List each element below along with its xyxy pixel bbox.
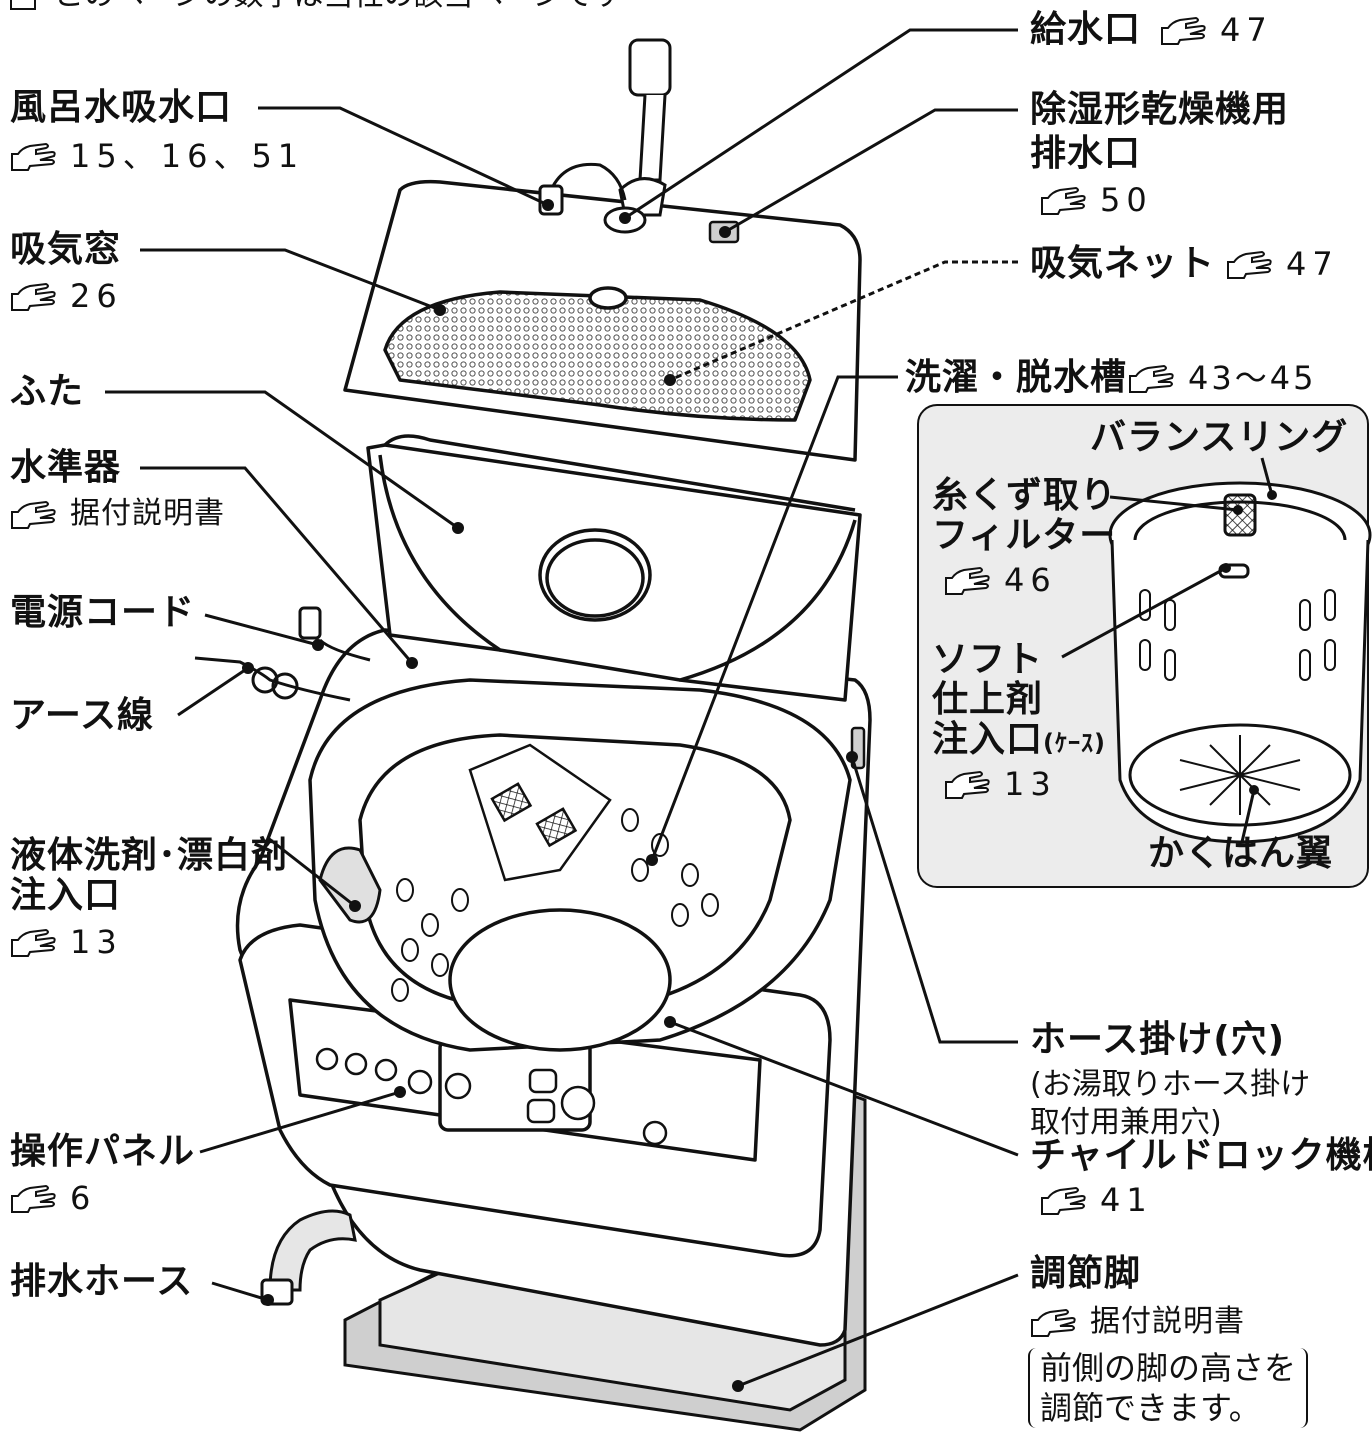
label-power-cord: 電源コード xyxy=(10,592,196,633)
inset-tub-slots xyxy=(1139,589,1336,681)
pointing-hand-icon xyxy=(10,280,56,312)
label-dryer-drain-line2: 排水口 xyxy=(1030,133,1142,174)
note-adjustable-foot: 前側の脚の高さを 調節できます。 xyxy=(1028,1348,1309,1428)
pointing-hand-icon xyxy=(10,1182,56,1214)
lint-filter-tub xyxy=(468,743,612,882)
label-balance-ring: バランスリング xyxy=(1090,417,1349,458)
tub-holes xyxy=(391,808,719,1002)
label-pulsator: かくはん翼 xyxy=(1148,833,1334,874)
label-hose-hook: ホース掛け(穴) xyxy=(1030,1019,1286,1060)
label-adjustable-foot: 調節脚 xyxy=(1030,1253,1142,1294)
note-hose-hook-line2: 取付用兼用穴) xyxy=(1030,1105,1222,1140)
label-detergent-inlet-line1: 液体洗剤･漂白剤 xyxy=(10,835,289,876)
label-intake-window: 吸気窓 xyxy=(10,229,122,270)
header-checkbox-icon xyxy=(10,0,36,10)
label-lint-filter-line2: フィルター xyxy=(932,515,1117,556)
pointing-hand-icon xyxy=(1040,1184,1086,1216)
label-softener-line3: 注入口(ｹｰｽ) xyxy=(932,719,1106,760)
leader-dots xyxy=(242,199,1277,1392)
label-intake-net: 吸気ネット xyxy=(1030,243,1216,284)
label-earth-wire: アース線 xyxy=(10,695,155,736)
label-water-inlet: 給水口 xyxy=(1030,9,1142,50)
tub xyxy=(308,678,852,1052)
note-adjustable-foot-line1: 前側の脚の高さを xyxy=(1040,1349,1297,1387)
note-adjustable-foot-line2: 調節できます。 xyxy=(1040,1389,1261,1427)
inset-pulsator xyxy=(1179,735,1301,815)
faucet xyxy=(603,38,672,234)
label-wash-tub: 洗濯・脱水槽 xyxy=(905,357,1128,398)
pointing-hand-icon xyxy=(944,564,990,596)
ref-child-lock: 41 xyxy=(1040,1182,1153,1218)
drain-hose xyxy=(260,1209,357,1306)
leader-lines xyxy=(105,28,1274,1388)
ref-detergent-inlet: 13 xyxy=(10,924,123,960)
note-hose-hook-line1: (お湯取りホース掛け xyxy=(1030,1067,1311,1102)
label-bath-water-inlet: 風呂水吸水口 xyxy=(10,87,233,128)
page-header: このページの数字は当社の該当ページです xyxy=(10,0,623,14)
label-control-panel: 操作パネル xyxy=(10,1131,196,1172)
upper-cover xyxy=(343,179,862,462)
label-softener-line1: ソフト xyxy=(932,639,1044,680)
ref-water-inlet: 47 xyxy=(1160,12,1273,48)
ref-wash-tub: 43～45 xyxy=(1128,360,1316,396)
pointing-hand-icon xyxy=(10,140,56,172)
ref-intake-window: 26 xyxy=(10,278,123,314)
pointing-hand-icon xyxy=(1226,248,1272,280)
ref-intake-net: 47 xyxy=(1226,246,1339,282)
label-drain-hose: 排水ホース xyxy=(10,1261,194,1302)
ref-control-panel: 6 xyxy=(10,1180,96,1216)
label-lid: ふた xyxy=(10,371,85,412)
ref-lint-filter: 46 xyxy=(944,562,1057,598)
header-text: このページの数字は当社の該当ページです xyxy=(54,0,623,13)
label-dryer-drain-line1: 除湿形乾燥機用 xyxy=(1030,89,1290,130)
pointing-hand-icon xyxy=(10,498,56,530)
pointing-hand-icon xyxy=(944,768,990,800)
ref-level: 据付説明書 xyxy=(10,496,225,532)
label-child-lock: チャイルドロック機構 xyxy=(1030,1135,1372,1176)
ref-adjustable-foot: 据付説明書 xyxy=(1030,1304,1245,1340)
control-buttons xyxy=(315,1047,668,1146)
label-softener-line2: 仕上剤 xyxy=(932,679,1044,720)
label-lint-filter-line1: 糸くず取り xyxy=(932,475,1118,516)
label-detergent-inlet-line2: 注入口 xyxy=(10,875,122,916)
pointing-hand-icon xyxy=(1030,1306,1076,1338)
pointing-hand-icon xyxy=(10,926,56,958)
pointing-hand-icon xyxy=(1040,184,1086,216)
ref-dryer-drain: 50 xyxy=(1040,182,1153,218)
ref-softener: 13 xyxy=(944,766,1057,802)
pointing-hand-icon xyxy=(1128,362,1174,394)
label-level: 水準器 xyxy=(10,447,122,488)
pointing-hand-icon xyxy=(1160,14,1206,46)
ref-bath-water-inlet: 15、16、51 xyxy=(10,138,304,174)
detergent-inlet xyxy=(318,846,382,924)
